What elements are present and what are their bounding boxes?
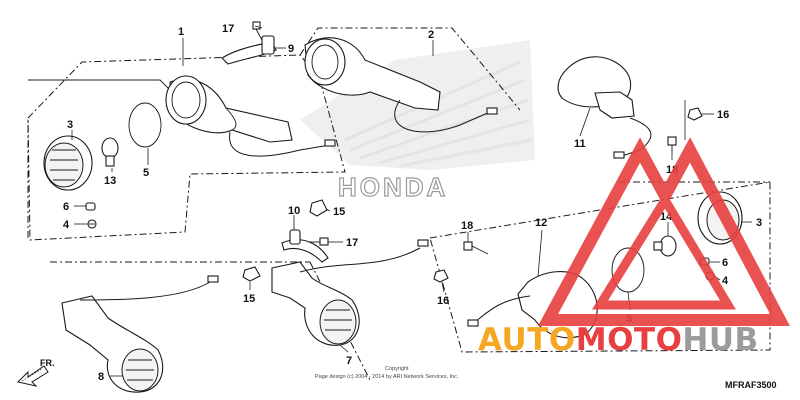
callout-4-right: 4 [722,275,729,287]
callout-10: 10 [288,205,300,217]
watermark-auto: AUTO [478,322,576,358]
bulb-14 [653,235,677,257]
callout-7: 7 [346,355,352,367]
nut-15-left [242,266,261,282]
nut-16-bottom [433,269,449,283]
callout-11: 11 [574,138,586,150]
diagram-code: MFRAF3500 [725,380,777,390]
callout-16-top: 16 [717,109,729,121]
signal-housing-1 [165,75,336,157]
gasket-5-left [128,102,162,148]
callout-3-left: 3 [67,119,73,131]
watermark-moto: MOTO [576,322,683,358]
signal-assembly-8 [61,275,219,393]
direction-label: FR. [40,358,55,368]
signal-assembly-7 [271,239,429,346]
copyright-line-2: Page design (c) 2004 - 2014 by ARI Netwo… [315,374,459,380]
bolt-18-right [667,136,677,155]
nut-15-top [309,199,328,217]
callout-6-right: 6 [722,257,728,269]
callout-8: 8 [98,371,104,383]
bracket-9 [221,35,277,65]
callout-2: 2 [428,29,434,41]
grommet-6-left [85,202,96,211]
honda-brand-text: HONDA [338,172,448,202]
bulb-13 [101,137,119,167]
screw-4-left [87,219,97,229]
callout-17-top: 17 [222,23,234,35]
callout-13: 13 [104,175,116,187]
callout-9: 9 [288,43,294,55]
callout-16-bottom: 16 [437,295,449,307]
front-direction-arrow: FR. [17,358,55,387]
callout-4-left: 4 [63,219,70,231]
callout-6-left: 6 [63,201,69,213]
callout-15-mid: 15 [333,206,345,218]
signal-housing-2 [304,37,498,133]
bracket-10 [281,229,329,263]
copyright-line-1: Copyright [385,366,409,372]
callout-12: 12 [535,217,547,229]
watermark-hub: HUB [682,322,758,358]
bolt-17-mid [310,237,329,246]
signal-assembly-11 [557,56,652,159]
bolt-17-top [252,21,263,41]
callout-5-left: 5 [143,167,149,179]
bolt-18-mid [463,241,489,255]
callout-17-mid: 17 [346,237,358,249]
watermark-logo-triangles [537,137,790,326]
group-frames [27,27,771,381]
callout-1: 1 [178,26,184,38]
callout-3-right: 3 [756,217,762,229]
watermark-text: AUTOMOTOHUB [478,322,759,358]
lens-3-left [43,135,93,191]
callout-18-mid: 18 [461,220,473,232]
callout-15-left: 15 [243,293,255,305]
nut-16-top [687,107,703,121]
svg-text:AUTOMOTOHUB: AUTOMOTOHUB [478,322,759,358]
